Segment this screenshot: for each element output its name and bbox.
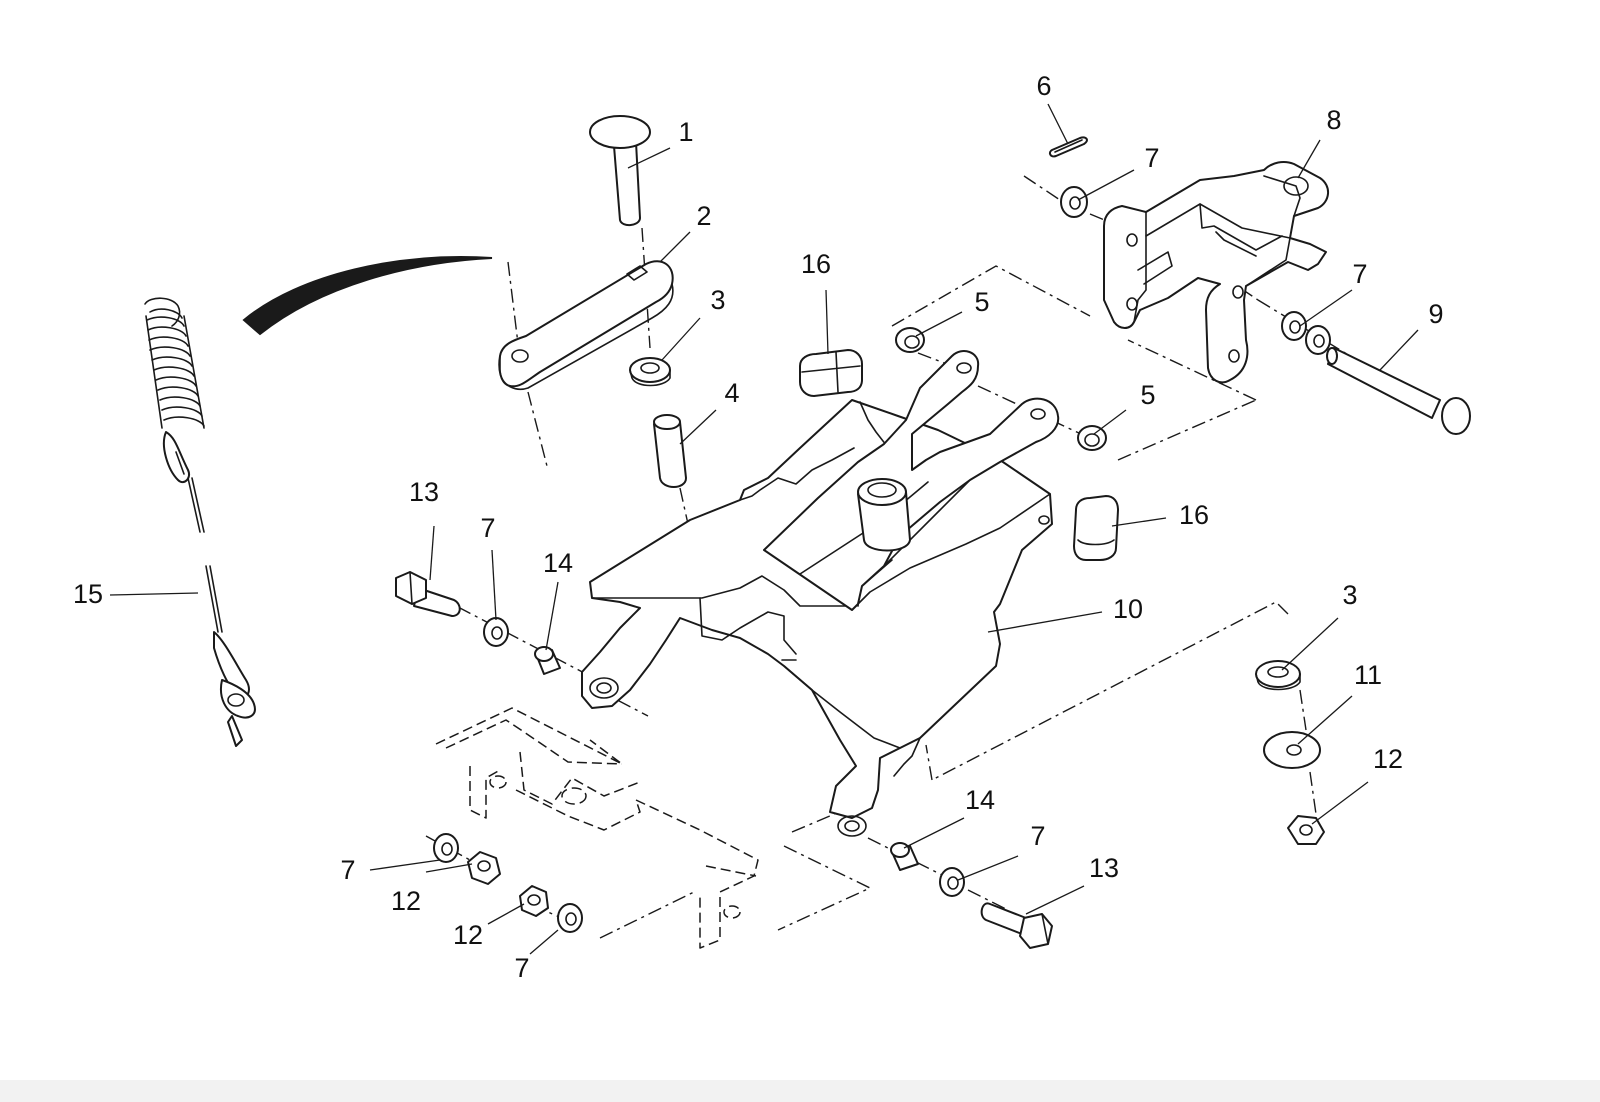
part-9-long-pin (1326, 347, 1471, 435)
part-7-washer-lower-left-b (557, 903, 583, 933)
part-15-spring-cable (144, 256, 493, 747)
callout-9: 9 (1428, 299, 1443, 329)
callout-2: 2 (696, 201, 711, 231)
callout-13: 13 (1089, 853, 1119, 883)
callout-labels: 1 2 3 4 5 5 6 7 7 7 7 7 7 8 9 10 11 12 1… (73, 71, 1444, 983)
callout-3: 3 (710, 285, 725, 315)
callout-3: 3 (1342, 580, 1357, 610)
part-1-clevis-pin (589, 115, 651, 226)
callout-6: 6 (1036, 71, 1051, 101)
part-7-washer-left (483, 617, 509, 647)
callout-12: 12 (453, 920, 483, 950)
callout-12: 12 (1373, 744, 1403, 774)
callout-16: 16 (801, 249, 831, 279)
callout-14: 14 (965, 785, 995, 815)
callout-leader-lines (109, 103, 1419, 955)
part-5-bushing-upper (895, 327, 925, 353)
phantom-frame-bracket (435, 707, 759, 949)
part-13-bolt-right (980, 902, 1053, 949)
part-12-nut-left-b (519, 885, 549, 917)
callout-7: 7 (1352, 259, 1367, 289)
callout-14: 14 (543, 548, 573, 578)
part-16-bumper-right (1073, 495, 1119, 561)
part-8-upper-bracket (1103, 161, 1329, 384)
part-10-pivot-plate (763, 350, 1060, 611)
part-7-washer-pin-b (1305, 325, 1331, 355)
part-5-bushing-lower (1077, 425, 1107, 451)
coil-spring (145, 308, 205, 429)
callout-7: 7 (1030, 821, 1045, 851)
callout-1: 1 (678, 117, 693, 147)
callout-8: 8 (1326, 105, 1341, 135)
callout-5: 5 (1140, 380, 1155, 410)
part-7-washer-lower-right (939, 867, 965, 897)
callout-12: 12 (391, 886, 421, 916)
callout-11: 11 (1354, 660, 1382, 690)
callout-13: 13 (409, 477, 439, 507)
part-16-bumper-upper (799, 349, 863, 397)
callout-7: 7 (1144, 143, 1159, 173)
part-14-spacer-right (890, 842, 919, 871)
part-3-flange-bushing-upper (629, 357, 671, 387)
callout-4: 4 (724, 378, 739, 408)
bottom-margin-band (0, 1080, 1600, 1102)
part-7-washer-lower-left-a (433, 833, 459, 863)
callout-7: 7 (340, 855, 355, 885)
part-7-washer-pin-a (1281, 311, 1307, 341)
part-13-bolt-left (395, 571, 461, 617)
callout-16: 16 (1179, 500, 1209, 530)
part-3-flange-bushing-lower (1255, 660, 1301, 691)
part-4-spacer-tube (653, 414, 687, 488)
part-14-spacer-left (534, 646, 561, 675)
callout-7: 7 (480, 513, 495, 543)
part-11-large-washer (1263, 731, 1321, 769)
callout-7: 7 (514, 953, 529, 983)
part-12-nut-left-a (467, 851, 501, 885)
part-7-washer-upper-right (1060, 186, 1088, 218)
part-10-center-boss (857, 478, 911, 552)
callout-5: 5 (974, 287, 989, 317)
part-12-nut-right (1287, 815, 1325, 845)
part-6-cotter-pin (1048, 136, 1088, 158)
callout-10: 10 (1113, 594, 1143, 624)
callout-15: 15 (73, 579, 103, 609)
part-2-lever-arm (498, 260, 674, 390)
